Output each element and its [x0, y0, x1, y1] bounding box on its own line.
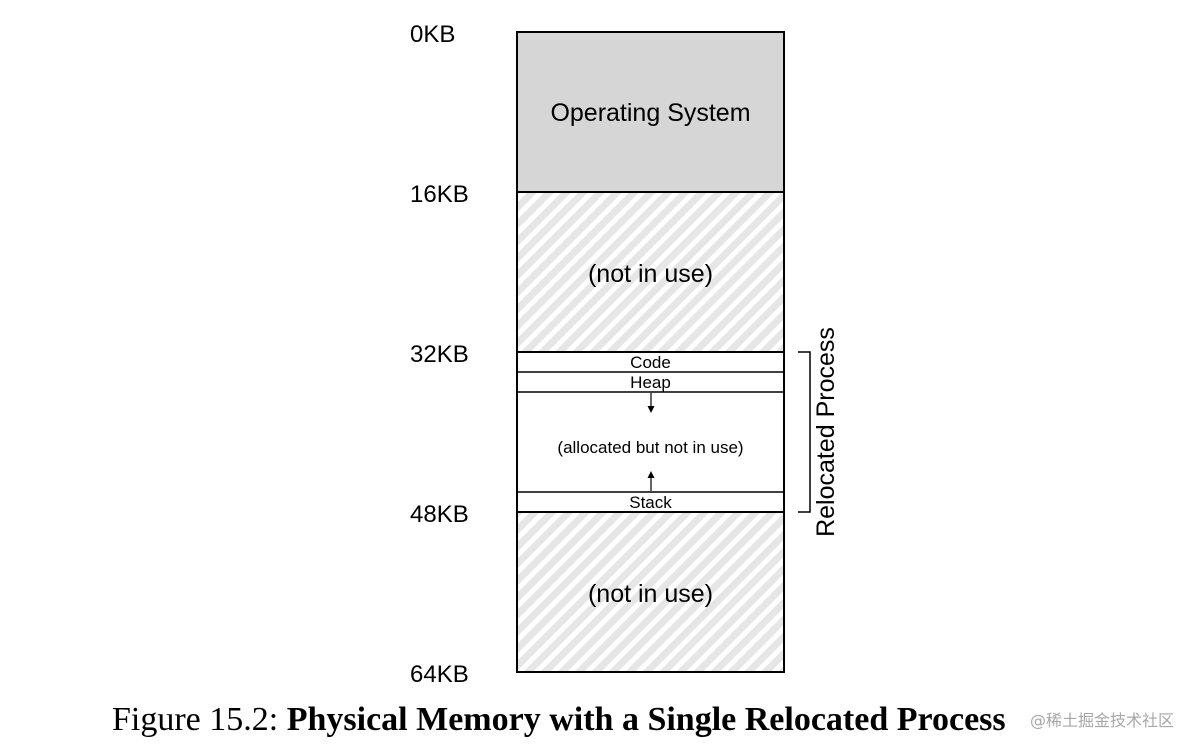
stack-growth-arrow-icon — [647, 471, 655, 491]
free-region-top — [516, 191, 785, 353]
stack-label: Stack — [629, 493, 672, 512]
process-bracket — [798, 351, 811, 513]
os-label: Operating System — [550, 99, 750, 127]
address-label-64kb: 64KB — [410, 661, 469, 688]
address-label-32kb: 32KB — [410, 341, 469, 368]
free-region-bottom — [516, 511, 785, 673]
process-region — [516, 351, 785, 513]
relocated-process-label: Relocated Process — [812, 327, 840, 537]
address-label-16kb: 16KB — [410, 181, 469, 208]
address-label-48kb: 48KB — [410, 501, 469, 528]
caption-prefix: Figure 15.2: — [112, 701, 287, 738]
code-label: Code — [630, 353, 671, 372]
free-bottom-label: (not in use) — [588, 580, 713, 608]
free-top-label: (not in use) — [588, 260, 713, 288]
watermark: @稀土掘金技术社区 — [1030, 711, 1174, 730]
heap-label: Heap — [630, 373, 671, 392]
os-region — [516, 31, 785, 193]
address-label-0kb: 0KB — [410, 21, 455, 48]
heap-growth-arrow-icon — [647, 393, 655, 413]
allocated-gap-label: (allocated but not in use) — [557, 438, 743, 457]
caption-title: Physical Memory with a Single Relocated … — [287, 701, 1006, 738]
figure-caption: Figure 15.2: Physical Memory with a Sing… — [112, 701, 1006, 738]
